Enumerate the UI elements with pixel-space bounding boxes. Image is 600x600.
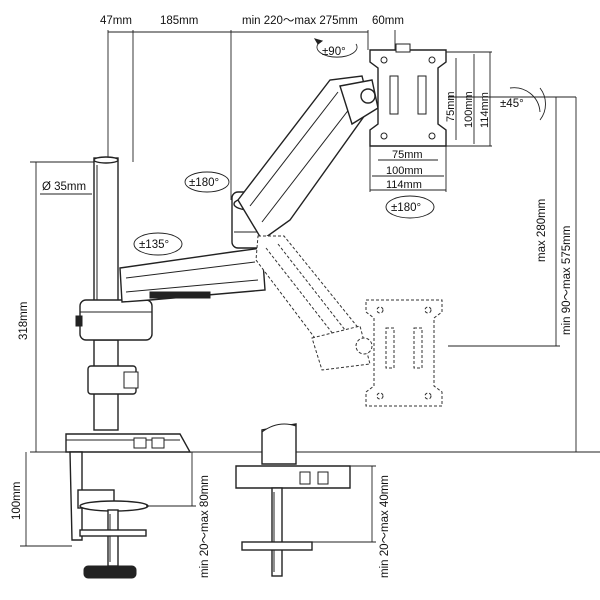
dim-pole-diameter: Ø 35mm <box>42 181 86 193</box>
dim-vesa-h-100: 100mm <box>386 165 423 177</box>
dim-clamp-range-a: min 20～max 80mm <box>199 475 211 578</box>
rot-90-label: ±90° <box>322 46 346 58</box>
clamp-middle-dims <box>312 465 376 543</box>
dim-vesa-h-114: 114mm <box>386 179 422 191</box>
vesa-plate-upper <box>369 43 447 147</box>
desk-clamp-left <box>65 433 192 579</box>
dim-top-right: 60mm <box>372 15 404 27</box>
dim-top-left: 47mm <box>100 15 132 27</box>
height-dimensions <box>448 96 577 452</box>
top-dimension-line <box>107 30 396 200</box>
dim-top-range: min 220～max 275mm <box>242 15 358 27</box>
dim-clamp-range-b: min 20～max 40mm <box>379 475 391 578</box>
lower-arm <box>119 247 266 303</box>
desk-clamp-middle <box>235 423 351 577</box>
rotation-180-arm-icon <box>184 171 230 193</box>
dim-vesa-v-114: 114mm <box>479 92 491 128</box>
rot-135-label: ±135° <box>139 239 169 251</box>
lowered-arm-ghost <box>255 235 373 371</box>
clamp-left-dims <box>20 451 196 547</box>
dim-height-max: max 280mm <box>536 199 548 262</box>
dim-vesa-v-75: 75mm <box>445 91 457 122</box>
dim-vesa-h-75: 75mm <box>392 149 423 161</box>
rot-45-label: ±45° <box>500 98 524 110</box>
rotation-90-icon <box>313 38 358 58</box>
rot-180-arm-label: ±180° <box>189 177 219 189</box>
dim-pole-height: 318mm <box>18 302 30 340</box>
dim-vesa-v-100: 100mm <box>463 91 475 128</box>
arm-base-collar <box>75 299 153 395</box>
vesa-horizontal-dims <box>369 146 447 192</box>
rot-180-plate-label: ±180° <box>391 202 421 214</box>
vesa-plate-ghost <box>365 299 443 407</box>
pole <box>93 156 119 431</box>
rotation-135-icon <box>133 232 183 256</box>
dim-clamp-height: 100mm <box>11 482 23 520</box>
rotation-45-icon <box>509 87 546 121</box>
vesa-vertical-dims <box>446 51 492 147</box>
upper-arm <box>237 75 379 242</box>
rotation-180-plate-icon <box>385 195 435 219</box>
dim-top-mid: 185mm <box>160 15 198 27</box>
dim-height-range: min 90～max 575mm <box>561 226 573 335</box>
